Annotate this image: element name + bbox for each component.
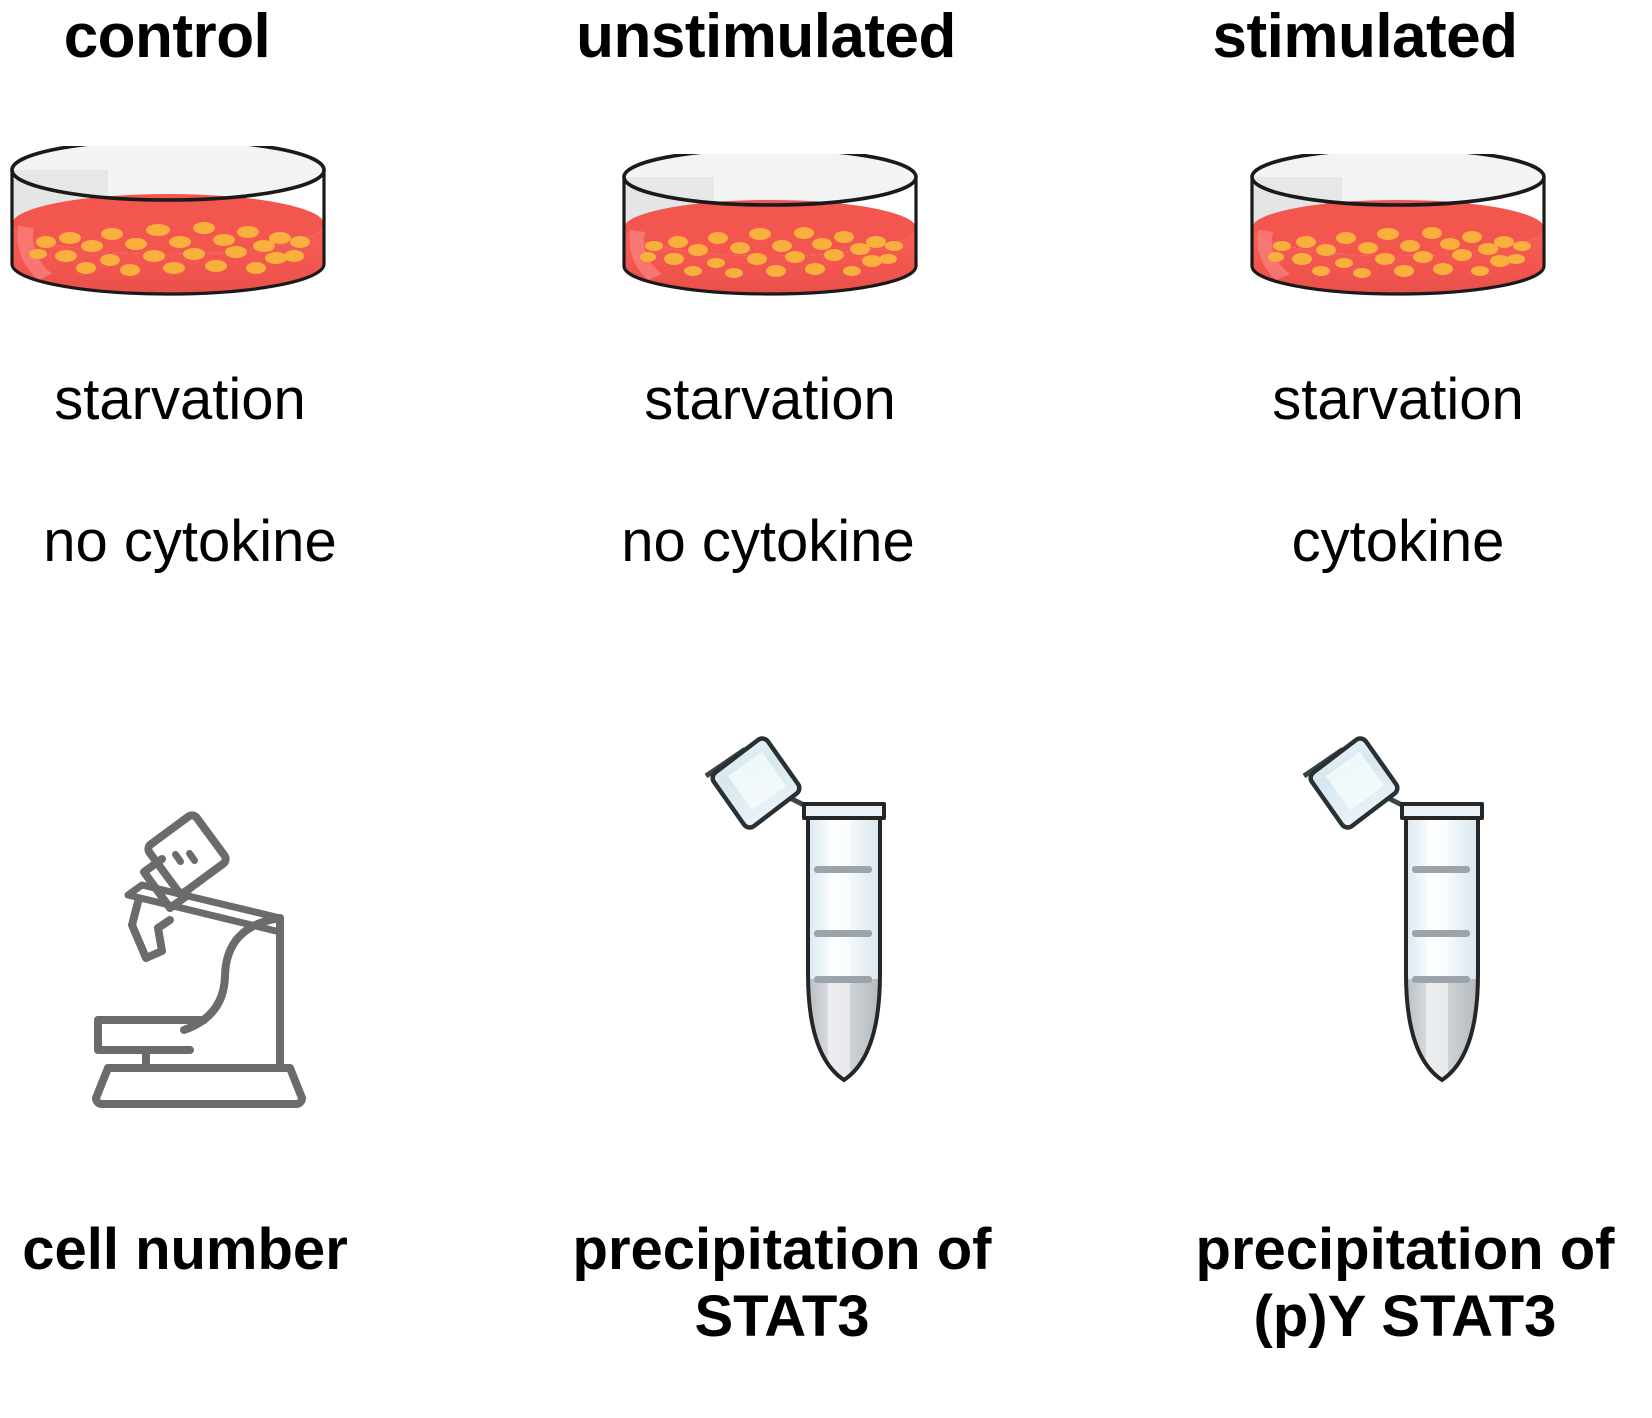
microscope-icon [84, 762, 314, 1072]
readout-label-stimulated-line-2: (p)Y STAT3 [1253, 1284, 1557, 1350]
microscope-base [84, 1060, 314, 1110]
treatment-cytokine-unstimulated: no cytokine [621, 509, 915, 574]
readout-label-stimulated-line-1: precipitation of [1195, 1217, 1615, 1282]
readout-label-control: cell number [0, 1216, 370, 1283]
readout-label-unstimulated: precipitation of STAT3 [552, 1216, 1012, 1351]
treatment-cytokine-stimulated: cytokine [1291, 509, 1505, 574]
readout-label-unstimulated-line-2: STAT3 [694, 1284, 870, 1350]
column-header-control: control [63, 2, 271, 71]
column-header-unstimulated: unstimulated [576, 2, 956, 71]
treatment-starvation-stimulated: starvation [1272, 367, 1524, 432]
petri-dish-control [8, 146, 328, 312]
petri-dish-unstimulated [620, 154, 920, 314]
microcentrifuge-tube-icon-stimulated [1282, 726, 1532, 1096]
microcentrifuge-tube-icon-unstimulated [684, 726, 934, 1096]
treatment-cytokine-control: no cytokine [43, 509, 337, 574]
column-header-stimulated: stimulated [1212, 2, 1518, 71]
readout-label-control-line-1: cell number [22, 1217, 348, 1282]
petri-dish-stimulated [1248, 154, 1548, 314]
treatment-starvation-unstimulated: starvation [644, 367, 896, 432]
readout-label-stimulated: precipitation of (p)Y STAT3 [1170, 1216, 1640, 1351]
readout-label-unstimulated-line-1: precipitation of [572, 1217, 992, 1282]
treatment-starvation-control: starvation [54, 367, 306, 432]
